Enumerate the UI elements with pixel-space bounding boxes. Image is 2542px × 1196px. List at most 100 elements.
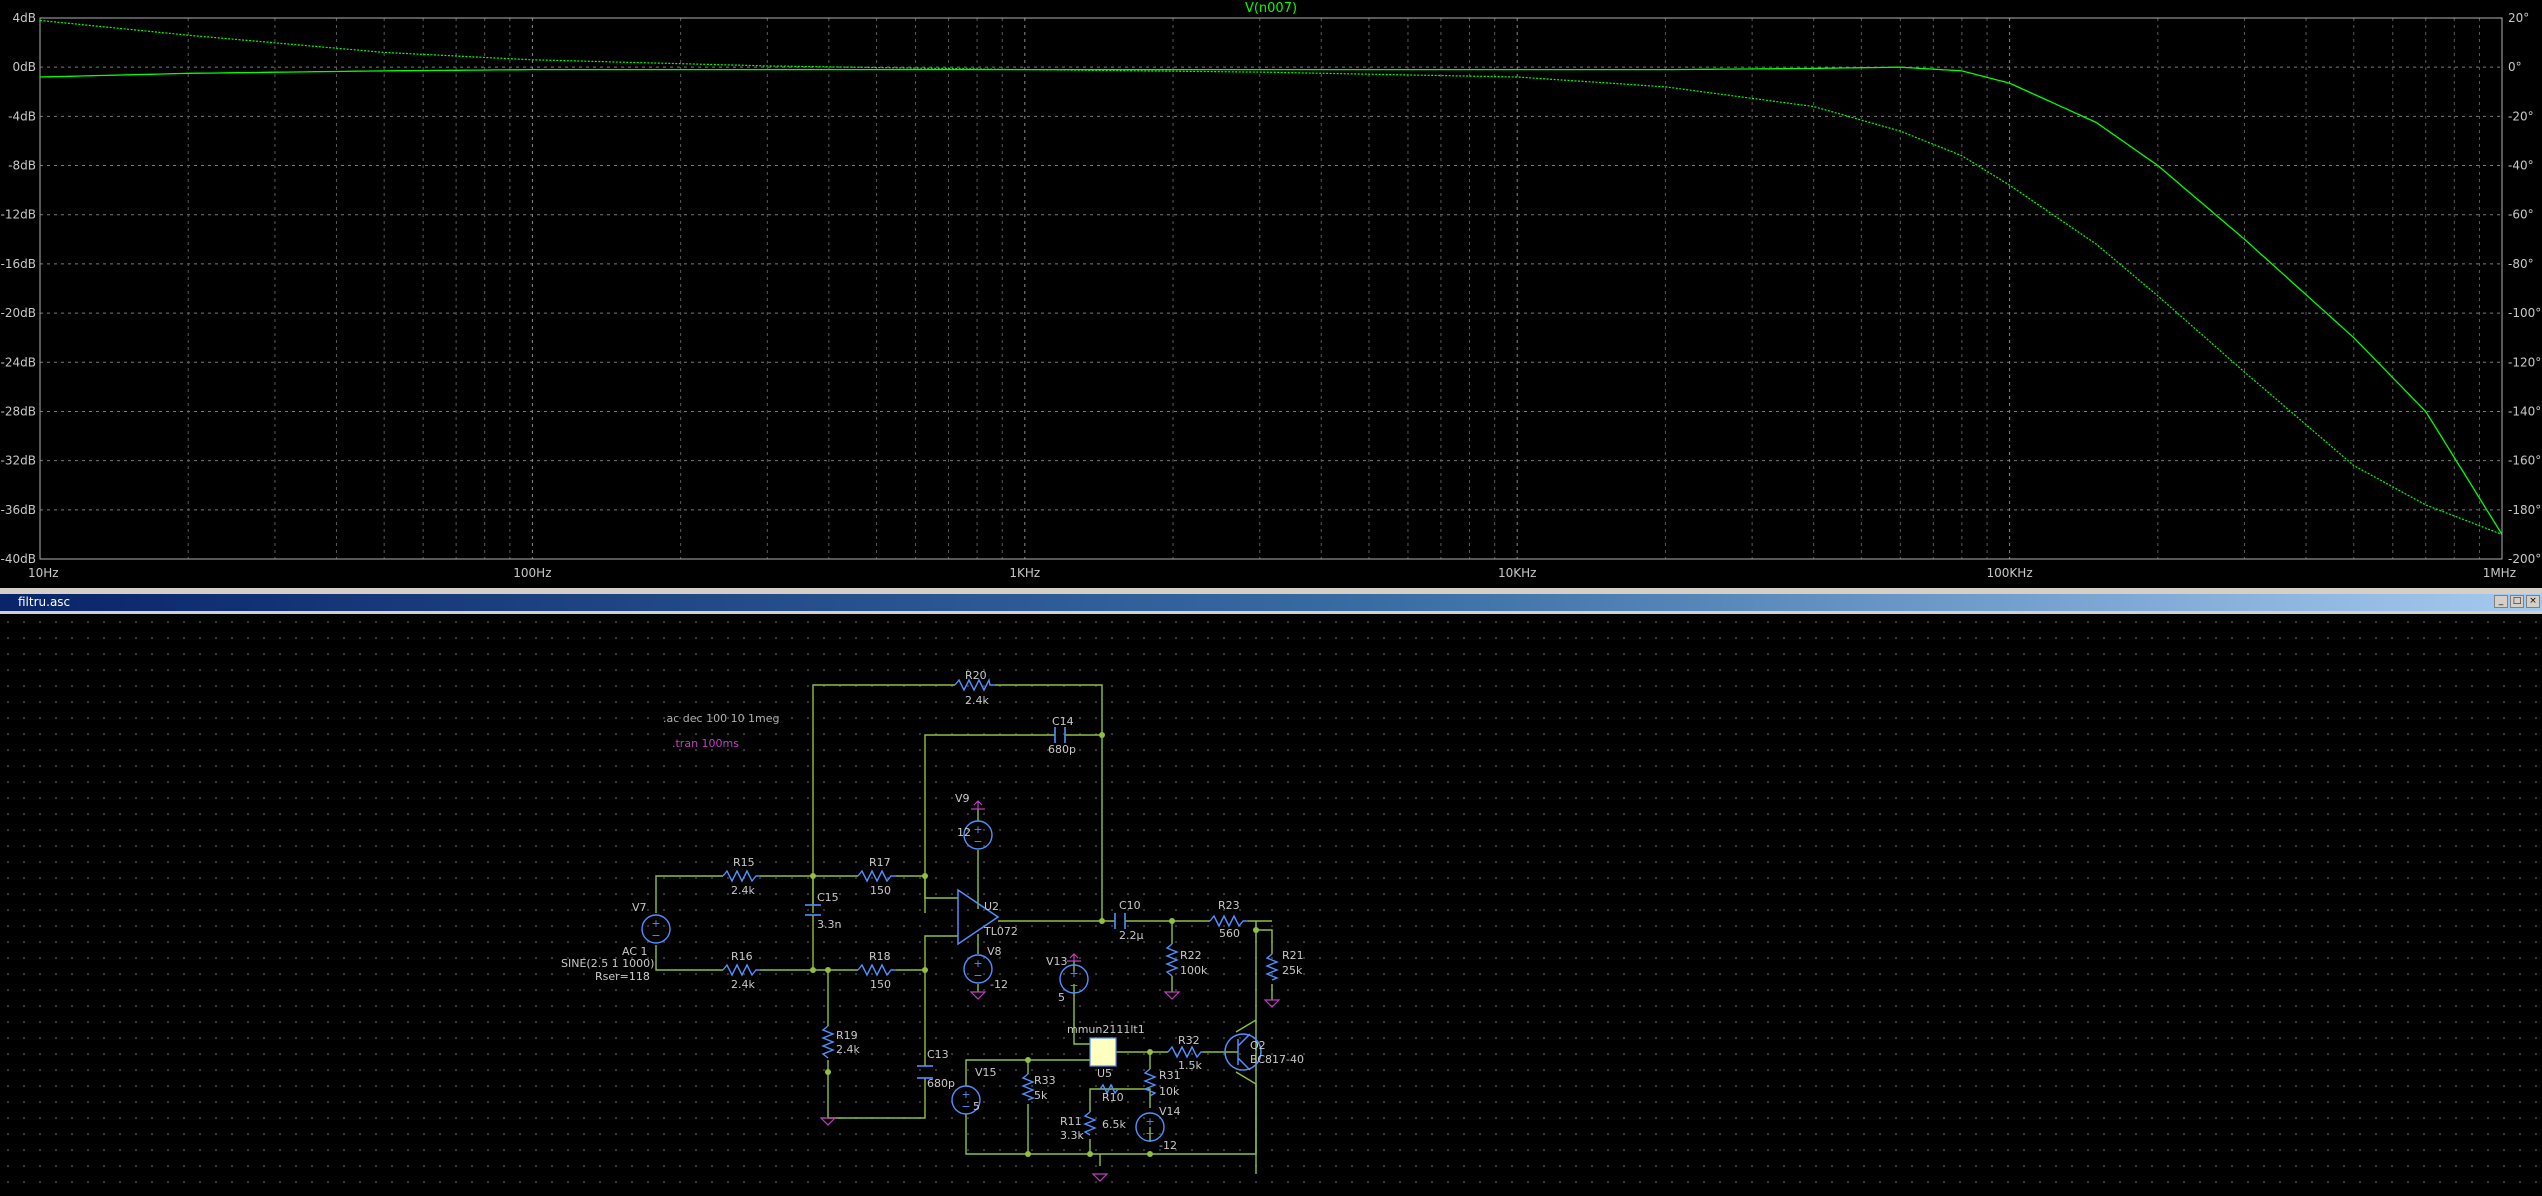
r15-ref[interactable]: R15 (733, 856, 755, 869)
y-tick-label: 0dB (13, 60, 36, 74)
ac-directive[interactable]: .ac dec 100 10 1meg (663, 712, 780, 725)
r21-value[interactable]: 25k (1282, 964, 1303, 977)
x-tick-label: 10KHz (1498, 566, 1536, 580)
trace-title[interactable]: V(n007) (1245, 1, 1297, 16)
r22-value[interactable]: 100k (1180, 964, 1208, 977)
r17-ref[interactable]: R17 (869, 856, 891, 869)
r23-value[interactable]: 560 (1219, 927, 1240, 940)
v14-ref[interactable]: V14 (1159, 1105, 1181, 1118)
v8-ref[interactable]: V8 (987, 945, 1002, 958)
close-button[interactable]: × (2526, 595, 2540, 608)
y2-tick-label: -140° (2508, 404, 2541, 418)
y2-tick-label: -60° (2508, 208, 2534, 222)
svg-text:+: + (651, 917, 660, 930)
v7-value3[interactable]: Rser=118 (595, 970, 650, 983)
v13-value[interactable]: 5 (1058, 991, 1065, 1004)
v15-ref[interactable]: V15 (975, 1066, 997, 1079)
r16-ref[interactable]: R16 (731, 950, 753, 963)
q2-ref[interactable]: Q2 (1250, 1039, 1266, 1052)
r32-ref[interactable]: R32 (1178, 1034, 1200, 1047)
r31-value[interactable]: 10k (1159, 1085, 1180, 1098)
r20-ref[interactable]: R20 (965, 669, 987, 682)
schematic-titlebar[interactable]: filtru.asc _ □ × (0, 594, 2542, 611)
r10-ref[interactable]: R10 (1102, 1091, 1124, 1104)
v9-ref[interactable]: V9 (955, 792, 970, 805)
c10-ref[interactable]: C10 (1119, 899, 1141, 912)
schematic-canvas[interactable]: +− +− +− +− +− +− (0, 614, 2542, 1196)
r16-value[interactable]: 2.4k (731, 978, 755, 991)
v14-value[interactable]: -12 (1159, 1139, 1177, 1152)
maximize-button[interactable]: □ (2510, 595, 2524, 608)
capacitor-symbols (805, 727, 1126, 1079)
v7-value2[interactable]: SINE(2.5 1 1000) (561, 957, 654, 970)
phase-trace (39, 19, 2503, 535)
y-tick-label: -36dB (1, 503, 36, 517)
r20-value[interactable]: 2.4k (965, 694, 989, 707)
opamp-symbol[interactable] (957, 888, 1000, 946)
y2-tick-label: -20° (2508, 109, 2534, 123)
v13-ref[interactable]: V13 (1046, 955, 1068, 968)
v9-value[interactable]: 12 (957, 826, 971, 839)
v7-value[interactable]: AC 1 (622, 945, 648, 958)
y2-tick-label: 0° (2508, 60, 2522, 74)
pane-separator[interactable] (0, 588, 2542, 594)
r19-value[interactable]: 2.4k (836, 1043, 860, 1056)
r19-ref[interactable]: R19 (836, 1029, 858, 1042)
r33-value[interactable]: 5k (1034, 1089, 1048, 1102)
minimize-button[interactable]: _ (2494, 595, 2508, 608)
transistor-q2[interactable] (1224, 1033, 1262, 1071)
svg-text:+: + (1069, 967, 1078, 980)
plot-frame (39, 17, 2503, 560)
titlebar-border (0, 611, 2542, 614)
r11-value[interactable]: 3.3k (1060, 1129, 1084, 1142)
r32-value[interactable]: 1.5k (1178, 1059, 1202, 1072)
svg-text:−: − (961, 1100, 970, 1113)
schematic-drawing[interactable]: +− +− +− +− +− +− (0, 614, 2542, 1196)
c13-value[interactable]: 680p (927, 1077, 955, 1090)
y-tick-label: 4dB (13, 11, 36, 25)
tran-directive[interactable]: .tran 100ms (672, 737, 739, 750)
r22-ref[interactable]: R22 (1180, 949, 1202, 962)
svg-text:−: − (973, 969, 982, 982)
u5-value[interactable]: mmun2111lt1 (1067, 1023, 1145, 1036)
y2-tick-label: -160° (2508, 454, 2541, 468)
x-tick-label: 100KHz (1987, 566, 2033, 580)
r18-ref[interactable]: R18 (869, 950, 891, 963)
c15-ref[interactable]: C15 (817, 891, 839, 904)
x-tick-label: 10Hz (28, 566, 59, 580)
r11-ref[interactable]: R11 (1060, 1115, 1082, 1128)
r17-value[interactable]: 150 (870, 884, 891, 897)
r31-ref[interactable]: R31 (1159, 1069, 1181, 1082)
r21-ref[interactable]: R21 (1282, 949, 1304, 962)
resistor-symbols (722, 677, 1279, 1136)
u2-ref[interactable]: U2 (984, 900, 999, 913)
r18-value[interactable]: 150 (870, 978, 891, 991)
magnitude-trace (39, 66, 2503, 535)
v7-ref[interactable]: V7 (632, 901, 647, 914)
r23-ref[interactable]: R23 (1218, 899, 1240, 912)
y-tick-label: -8dB (8, 159, 36, 173)
v8-value[interactable]: -12 (990, 978, 1008, 991)
y-tick-label: -16dB (1, 257, 36, 271)
c13-ref[interactable]: C13 (927, 1048, 949, 1061)
y2-tick-label: -200° (2508, 552, 2541, 566)
u5-ref[interactable]: U5 (1097, 1067, 1112, 1080)
u2-value[interactable]: TL072 (983, 925, 1018, 938)
r33-ref[interactable]: R33 (1034, 1074, 1056, 1087)
r15-value[interactable]: 2.4k (731, 884, 755, 897)
q2-value[interactable]: BC817-40 (1250, 1053, 1304, 1066)
bode-plot[interactable]: V(n007) 4dB0dB-4dB-8dB-12dB-16dB-20dB-24… (0, 0, 2542, 588)
c10-value[interactable]: 2.2µ (1119, 929, 1144, 942)
svg-text:−: − (973, 835, 982, 848)
v15-value[interactable]: 5 (973, 1100, 980, 1113)
u5-block[interactable] (1089, 1037, 1117, 1067)
r10-value[interactable]: 6.5k (1102, 1118, 1126, 1131)
svg-text:−: − (1145, 1127, 1154, 1140)
c15-value[interactable]: 3.3n (817, 918, 841, 931)
c14-value[interactable]: 680p (1048, 743, 1076, 756)
y2-tick-label: 20° (2508, 11, 2529, 25)
y-tick-label: -4dB (8, 109, 36, 123)
c14-ref[interactable]: C14 (1052, 715, 1074, 728)
ground-symbols (820, 800, 1280, 1182)
